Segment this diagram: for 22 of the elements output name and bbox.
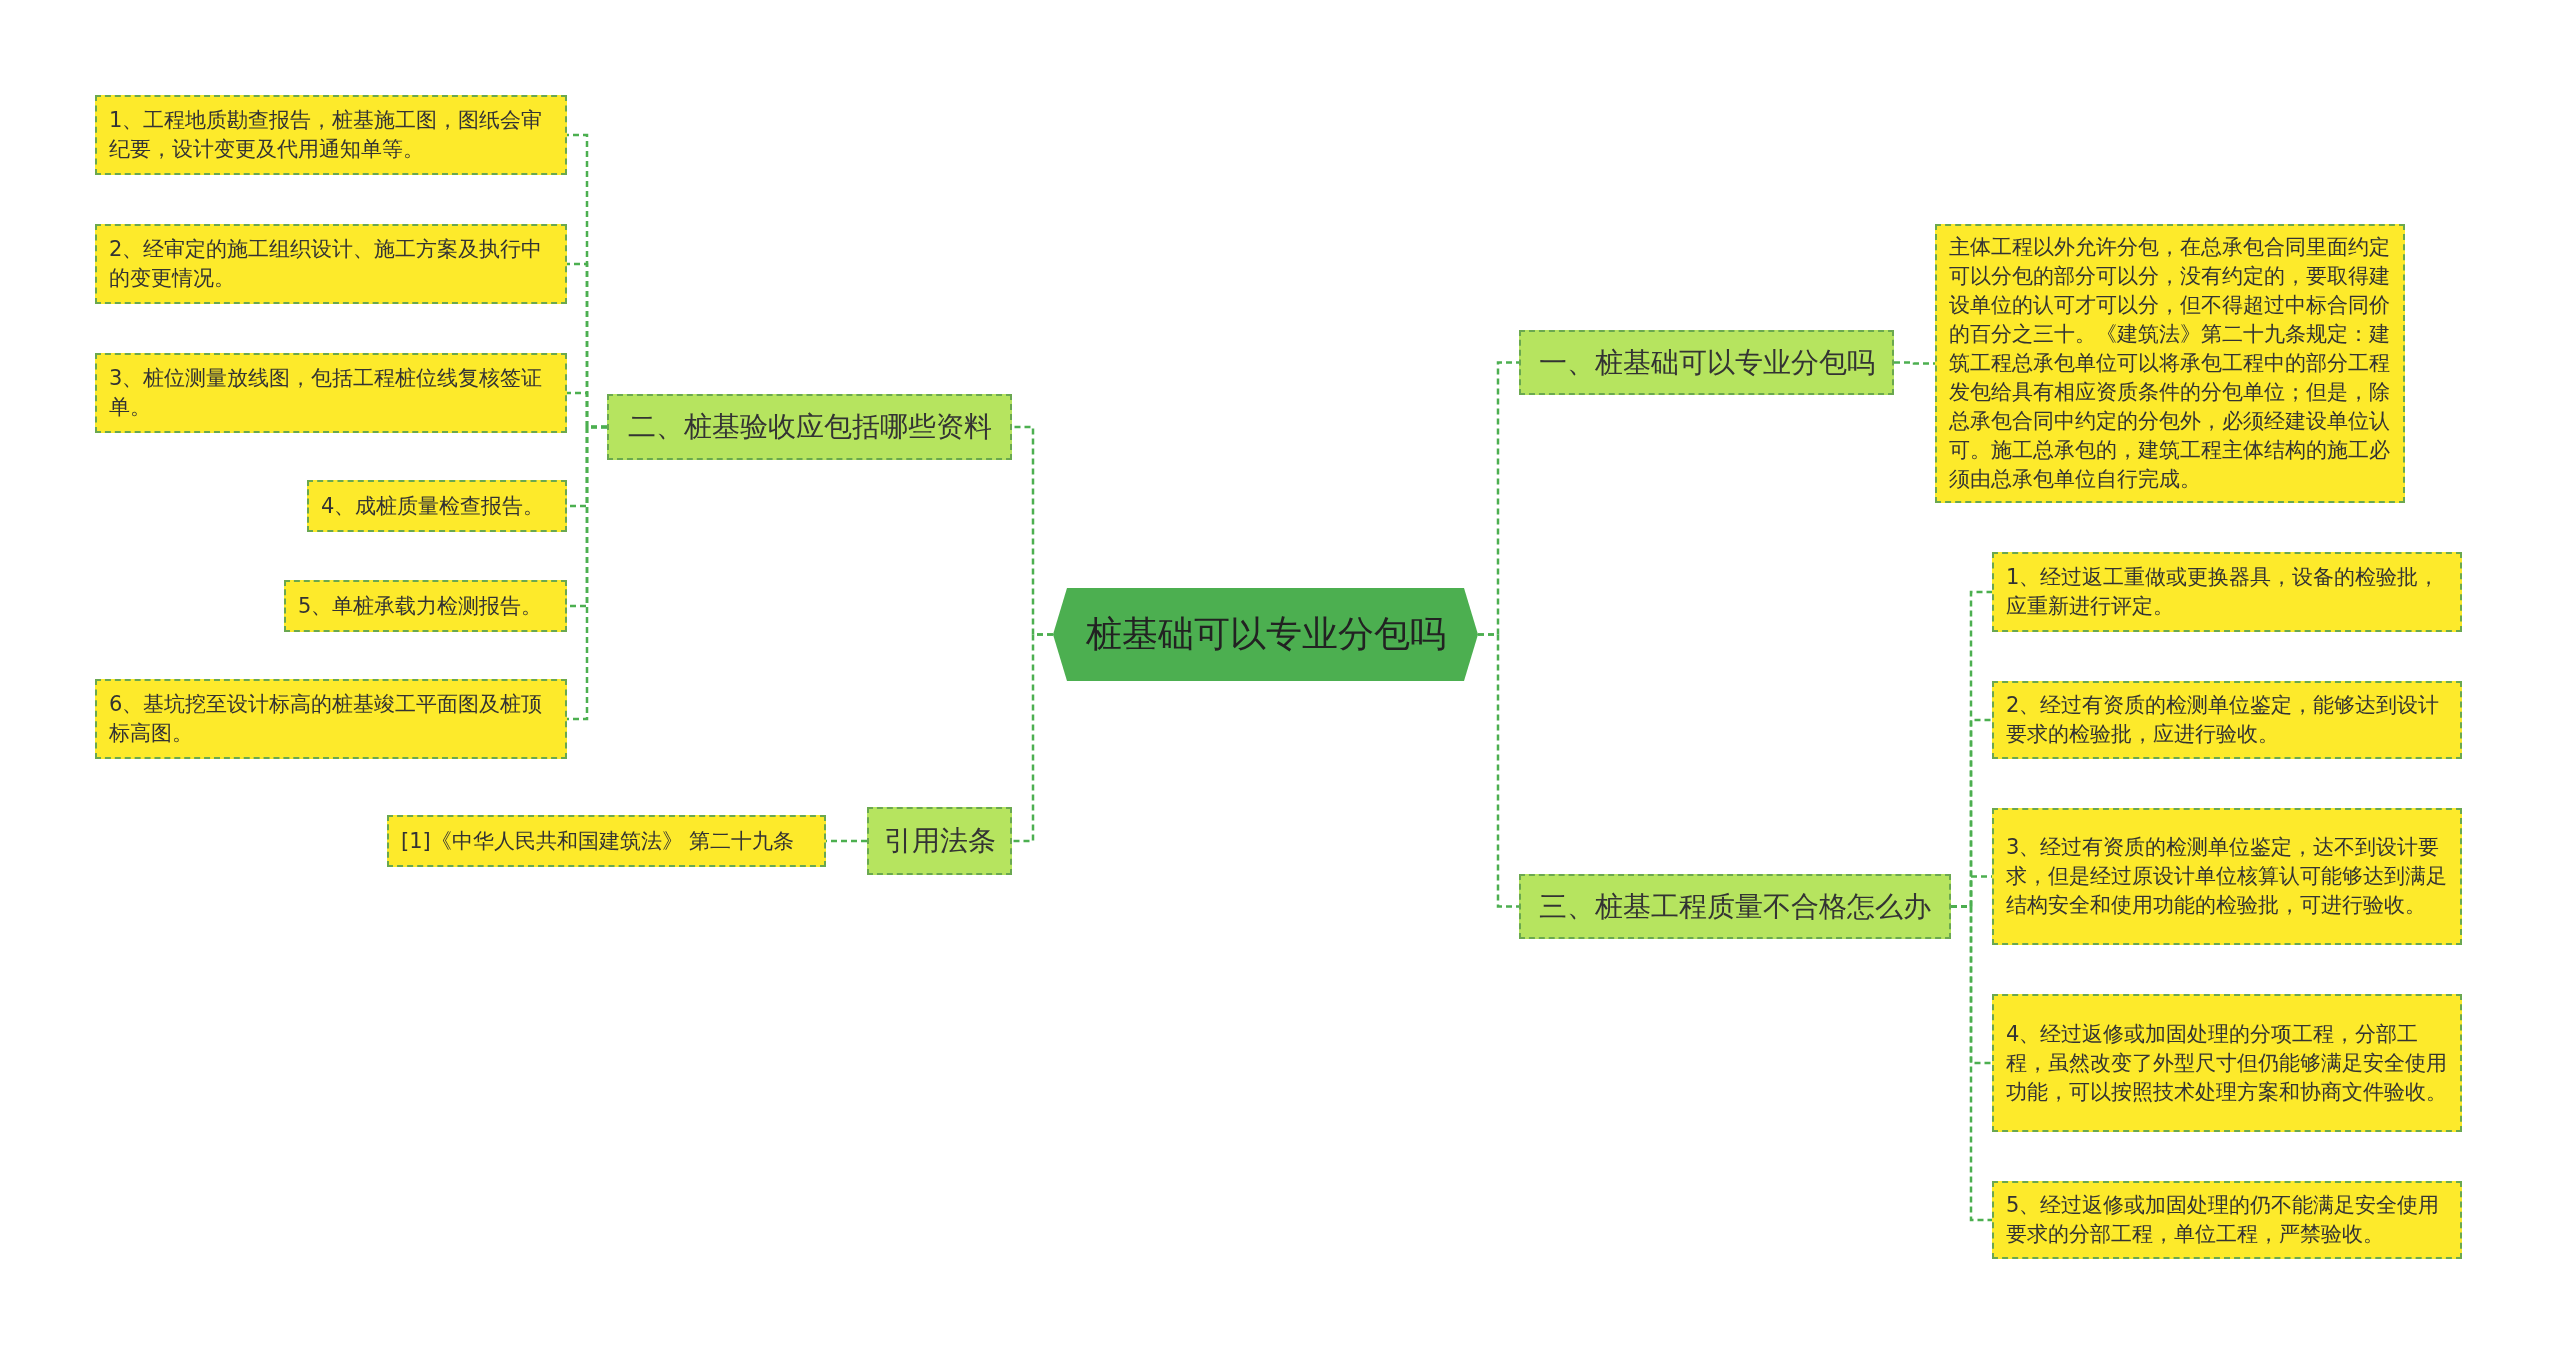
topic-box: 一、桩基础可以专业分包吗: [1519, 330, 1894, 395]
note-box: [1]《中华人民共和国建筑法》 第二十九条: [387, 815, 826, 867]
note-box: 6、基坑挖至设计标高的桩基竣工平面图及桩顶标高图。: [95, 679, 567, 759]
note-box: 1、工程地质勘查报告，桩基施工图，图纸会审纪要，设计变更及代用通知单等。: [95, 95, 567, 175]
topic-box: 二、桩基验收应包括哪些资料: [607, 394, 1012, 460]
note-box: 2、经审定的施工组织设计、施工方案及执行中的变更情况。: [95, 224, 567, 304]
note-box: 2、经过有资质的检测单位鉴定，能够达到设计要求的检验批，应进行验收。: [1992, 681, 2462, 759]
topic-box: 引用法条: [867, 807, 1012, 875]
connector: [1478, 633, 1519, 908]
connector: [1894, 361, 1935, 365]
note-box: 3、桩位测量放线图，包括工程桩位线复核签证单。: [95, 353, 567, 433]
connector: [1012, 633, 1053, 843]
note-box: 5、单桩承载力检测报告。: [284, 580, 567, 632]
note-box: 4、成桩质量检查报告。: [307, 480, 567, 532]
note-box: 3、经过有资质的检测单位鉴定，达不到设计要求，但是经过原设计单位核算认可能够达到满足结构安全和使用功能的检验批，可进行验收。: [1992, 808, 2462, 945]
note-box: 5、经过返修或加固处理的仍不能满足安全使用要求的分部工程，单位工程，严禁验收。: [1992, 1181, 2462, 1259]
connector: [1951, 905, 1992, 1222]
note-box: 主体工程以外允许分包，在总承包合同里面约定可以分包的部分可以分，没有约定的，要取得建设单位的认可才可以分，但不得超过中标合同价的百分之三十。《建筑法》第二十九条规定：建筑工程总承包单位可以将承包工程中的部分工程发包给具有相应资质条件的分包单位；但是，除总承包合同中约定的分包外，必须经建设单位认可。施工总承包的，建筑工程主体结构的施工必须由总承包单位自行完成。: [1935, 224, 2405, 503]
note-box: 4、经过返修或加固处理的分项工程，分部工程，虽然改变了外型尺寸但仍能够满足安全使用功能，可以按照技术处理方案和协商文件验收。: [1992, 994, 2462, 1132]
note-box: 1、经过返工重做或更换器具，设备的检验批，应重新进行评定。: [1992, 552, 2462, 632]
central-topic: 桩基础可以专业分包吗: [1053, 588, 1478, 681]
topic-box: 三、桩基工程质量不合格怎么办: [1519, 874, 1951, 939]
